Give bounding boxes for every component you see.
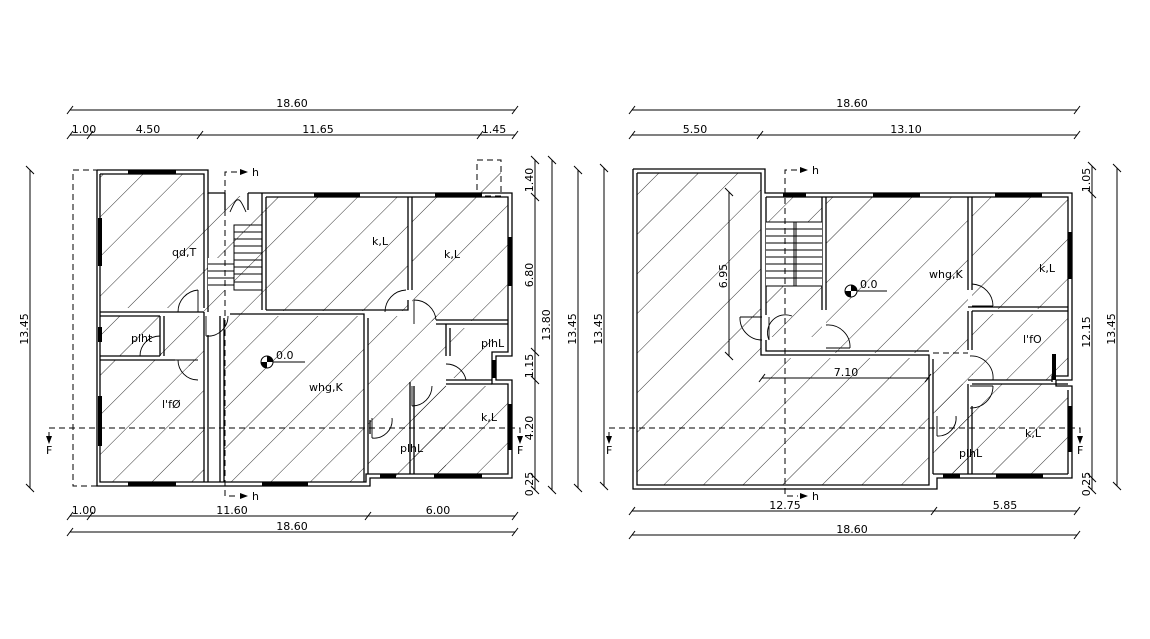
room-label: l'fØ	[162, 398, 181, 411]
right-floor-plan: 18.60 5.50 13.10 13.45	[592, 97, 1122, 540]
dim-bottom-seg-1: 12.75	[769, 499, 801, 512]
left-room-labels: qd,T k,L k,L plht plhL l'fØ whg,K plhL k…	[131, 235, 505, 455]
section-arrow-icon	[1077, 436, 1083, 444]
left-floor-plan: 18.60 1.00 4.50 11.65 1.45 13.45	[18, 97, 583, 537]
room-label: l'fO	[1023, 333, 1042, 346]
left-right-side-dimensions: 1.40 6.80 1.15 4.20 0.25 13.80 13.45	[523, 155, 583, 497]
room-label: k,L	[372, 235, 389, 248]
left-elevation-marker: 0.0	[260, 349, 305, 369]
dim-right-subtotal: 13.80	[540, 309, 553, 341]
right-bottom-dimensions: 12.75 5.85 18.60	[628, 499, 1081, 540]
section-f-right: F	[1077, 444, 1083, 457]
room-label: plht	[131, 332, 153, 345]
dim-top-overall: 18.60	[836, 97, 868, 110]
section-h-bottom: h	[252, 490, 259, 503]
section-h-bottom: h	[812, 490, 819, 503]
dim-top-seg-2: 4.50	[136, 123, 161, 136]
dim-right-seg-2: 6.80	[523, 263, 536, 288]
dim-right-seg-2: 12.15	[1080, 316, 1093, 348]
room-label: qd,T	[172, 246, 196, 259]
room-label: plhL	[959, 447, 983, 460]
left-side-dimension: 13.45	[18, 165, 35, 493]
dim-bottom-overall: 18.60	[276, 520, 308, 533]
left-top-dimensions: 18.60 1.00 4.50 11.65 1.45	[66, 97, 519, 140]
section-arrow-icon	[517, 436, 523, 444]
dim-top-seg-1: 5.50	[683, 123, 708, 136]
right-elevation-marker: 0.0	[844, 278, 887, 298]
right-section-lines: h h F F	[606, 164, 1083, 503]
elevation-label: 0.0	[276, 349, 294, 362]
section-h-top: h	[812, 164, 819, 177]
dim-top-seg-3: 11.65	[302, 123, 334, 136]
dim-left-overall: 13.45	[18, 313, 31, 345]
right-stairs	[766, 221, 822, 287]
elevation-label: 0.0	[860, 278, 878, 291]
right-right-side-dimensions: 1.05 12.15 0.25 13.45	[1080, 161, 1122, 497]
dim-top-seg-1: 1.00	[72, 123, 97, 136]
right-doors	[739, 283, 994, 437]
right-top-dimensions: 18.60 5.50 13.10	[628, 97, 1081, 140]
left-doors	[139, 199, 467, 439]
right-windows	[783, 193, 1072, 478]
section-arrow-icon	[240, 169, 248, 175]
dim-top-seg-4: 1.45	[482, 123, 507, 136]
dim-bottom-seg-1: 1.00	[72, 504, 97, 517]
dim-top-seg-2: 13.10	[890, 123, 922, 136]
dim-right-seg-3: 0.25	[1080, 472, 1093, 497]
room-label: k,L	[1039, 262, 1056, 275]
left-room-hatching	[100, 174, 508, 482]
dim-bottom-overall: 18.60	[836, 523, 868, 536]
dim-right-seg-1: 1.40	[523, 168, 536, 193]
left-bottom-dimensions: 1.00 11.60 6.00 18.60	[66, 504, 519, 537]
dim-right-overall: 13.45	[1105, 313, 1118, 345]
section-f-left: F	[46, 444, 52, 457]
right-left-dimension: 13.45	[592, 163, 609, 491]
left-stairs	[208, 224, 263, 291]
section-f-right: F	[517, 444, 523, 457]
balcony-outline	[72, 169, 98, 487]
room-label: k,L	[481, 411, 498, 424]
room-label: whg,K	[309, 381, 343, 394]
right-inner-dimensions: 6.95 7.10	[717, 187, 932, 383]
room-label: whg,K	[929, 268, 963, 281]
room-label: plhL	[481, 337, 505, 350]
left-windows	[98, 170, 512, 486]
room-label: plhL	[400, 442, 424, 455]
dim-inner-horizontal: 7.10	[834, 366, 859, 379]
dim-top-overall: 18.60	[276, 97, 308, 110]
section-arrow-icon	[240, 493, 248, 499]
right-room-labels: whg,K k,L l'fO k,L plhL	[929, 262, 1056, 460]
dim-right-seg-4: 4.20	[523, 416, 536, 441]
room-label: k,L	[1025, 427, 1042, 440]
dim-right-seg-3: 1.15	[523, 354, 536, 379]
dim-inner-vertical: 6.95	[717, 264, 730, 289]
right-room-hatching	[637, 173, 1068, 485]
dim-bottom-seg-2: 11.60	[216, 504, 248, 517]
dim-right-seg-1: 1.05	[1080, 168, 1093, 193]
section-h-top: h	[252, 166, 259, 179]
section-f-left: F	[606, 444, 612, 457]
dim-bottom-seg-3: 6.00	[426, 504, 451, 517]
section-arrow-icon	[800, 493, 808, 499]
section-arrow-icon	[46, 436, 52, 444]
section-arrow-icon	[800, 167, 808, 173]
dim-left-overall: 13.45	[592, 313, 605, 345]
section-arrow-icon	[606, 436, 612, 444]
dim-right-overall: 13.45	[566, 313, 579, 345]
dim-bottom-seg-2: 5.85	[993, 499, 1018, 512]
left-section-lines: h h F F	[46, 166, 523, 503]
dim-right-seg-5: 0.25	[523, 472, 536, 497]
room-label: k,L	[444, 248, 461, 261]
